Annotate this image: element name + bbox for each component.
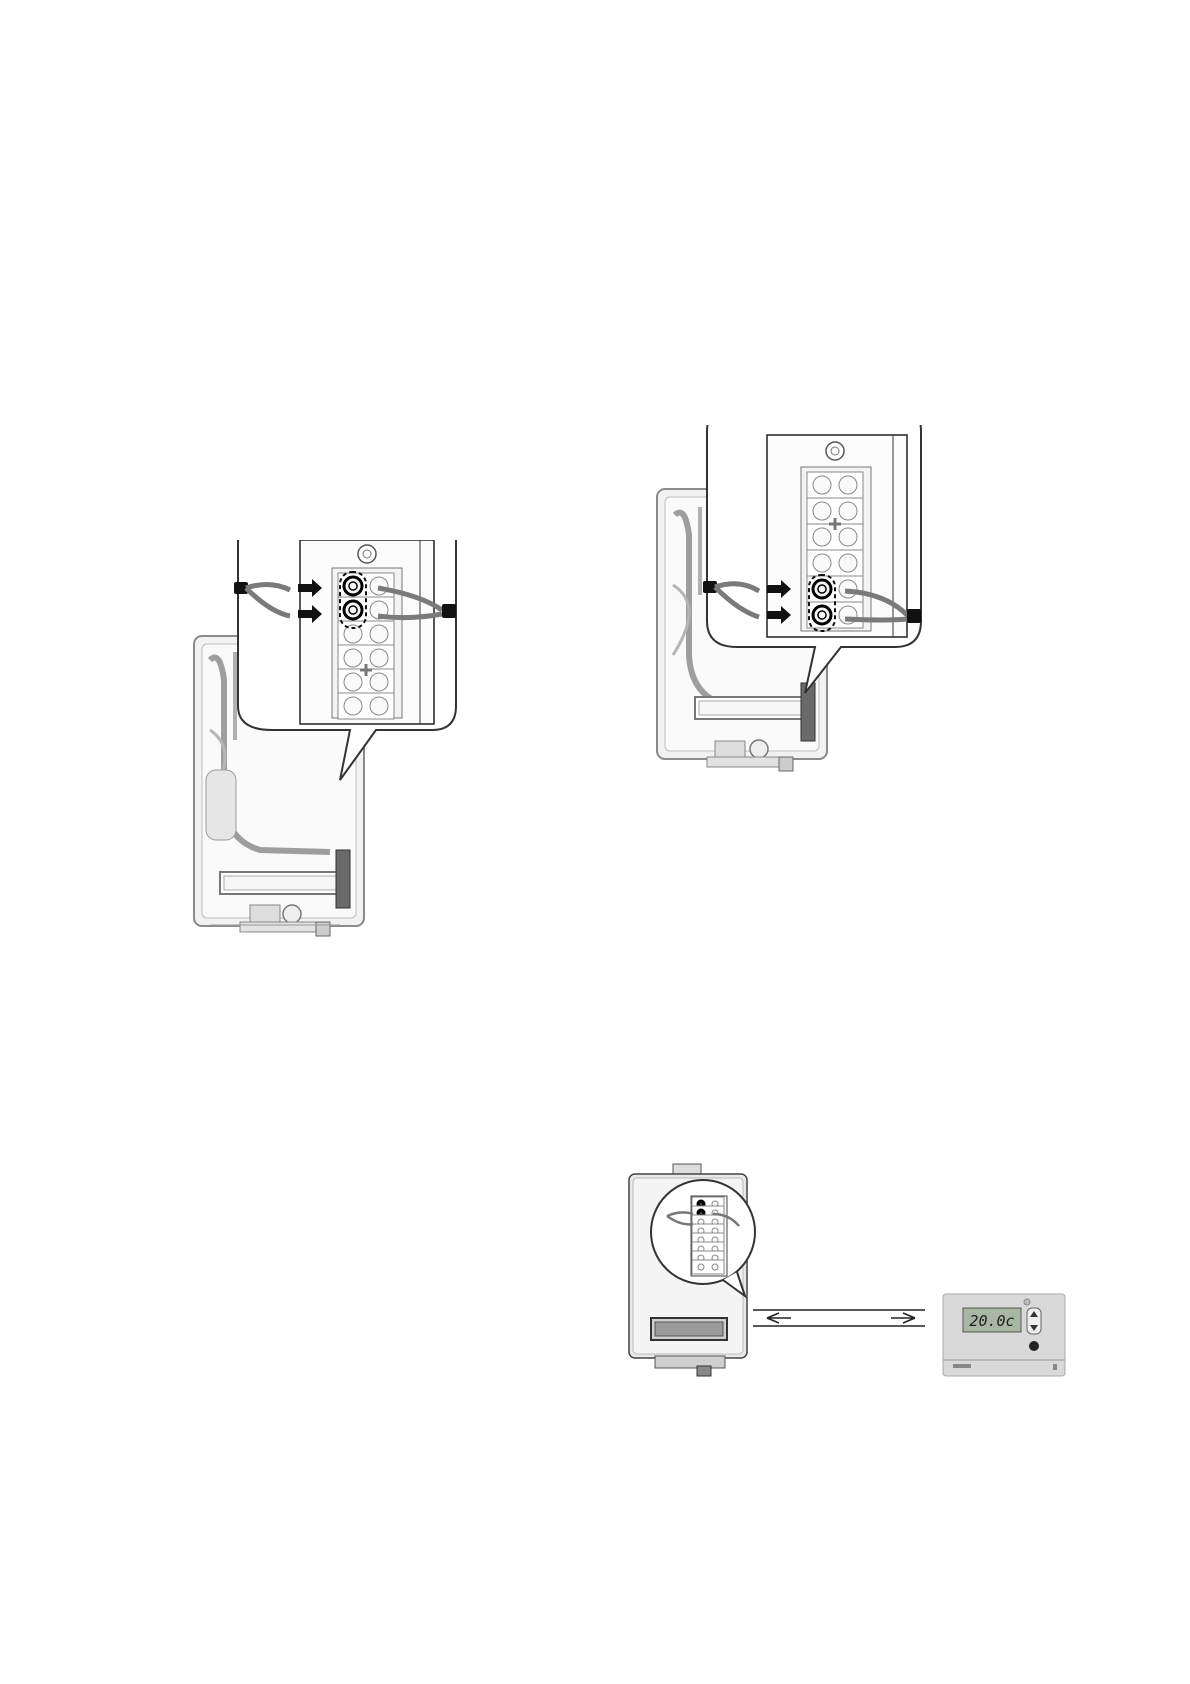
room-thermostat: 20.0c — [943, 1294, 1065, 1376]
arrow-left-icon — [767, 1313, 791, 1323]
terminal-screw — [344, 577, 362, 595]
terminal-screw — [813, 554, 831, 572]
terminal-screw — [813, 580, 831, 598]
terminal-row — [807, 602, 863, 628]
terminal-screw — [813, 528, 831, 546]
thermostat-display-text: 20.0c — [969, 1312, 1014, 1330]
terminal-screw — [344, 673, 362, 691]
terminal-screw — [839, 554, 857, 572]
terminal-screw — [698, 1264, 704, 1270]
terminal-screw — [839, 502, 857, 520]
terminal-row — [692, 1260, 724, 1274]
terminal-screw — [813, 476, 831, 494]
figure-thermostat-link: 20.0c — [625, 1160, 1075, 1390]
terminal-screw — [813, 502, 831, 520]
terminal-screw — [344, 649, 362, 667]
up-down-arrows-icon — [1027, 1308, 1041, 1334]
figure-left-connection — [180, 540, 500, 940]
arrow-right-icon — [891, 1313, 915, 1323]
terminal-screw — [344, 697, 362, 715]
terminal-screw — [370, 649, 388, 667]
terminal-row — [807, 550, 863, 576]
info-icon — [1029, 1341, 1039, 1351]
figure-right-connection — [655, 425, 985, 845]
terminal-row — [338, 693, 394, 719]
terminal-strip — [767, 435, 907, 637]
terminal-screw — [370, 673, 388, 691]
terminal-screw — [839, 528, 857, 546]
terminal-row — [338, 621, 394, 647]
terminal-screw — [813, 606, 831, 624]
terminal-screw — [344, 601, 362, 619]
terminal-row — [807, 472, 863, 498]
terminal-screw — [370, 697, 388, 715]
terminal-screw — [839, 476, 857, 494]
terminal-strip — [300, 540, 434, 724]
terminal-screw — [712, 1264, 718, 1270]
terminal-screw — [370, 625, 388, 643]
